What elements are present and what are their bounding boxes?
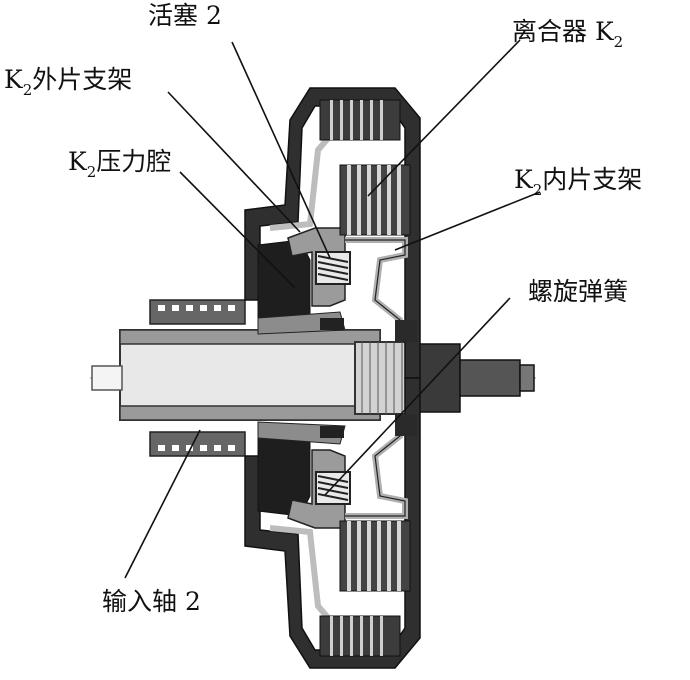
- leader-input-shaft-2: [124, 429, 201, 579]
- seal-rings: [149, 299, 246, 457]
- label-input-shaft-2: 输入轴 2: [102, 587, 201, 616]
- label-outer-carrier-text: 外片支架: [32, 65, 132, 94]
- spiral-spring-upper: [315, 251, 351, 285]
- leader-spiral-spring: [324, 297, 511, 496]
- labels: 活塞 2 离合器 K2 K2外片支架 K2压力腔 K2内片支架 螺旋弹簧 输入轴…: [4, 1, 642, 616]
- leader-lines: [124, 39, 541, 579]
- label-inner-carrier-text: 内片支架: [542, 165, 642, 194]
- leader-clutch-k2: [367, 39, 521, 197]
- leader-piston-2: [231, 41, 331, 259]
- label-clutch-k2-text: 离合器 K: [512, 17, 615, 46]
- clutch-plates-upper: [319, 99, 411, 236]
- label-pressure-chamber-text: 压力腔: [96, 147, 171, 176]
- label-piston-2: 活塞 2: [148, 1, 222, 30]
- label-clutch-k2: 离合器 K2: [512, 17, 623, 51]
- label-outer-carrier-subscript: 2: [23, 81, 33, 99]
- label-inner-carrier-k: K: [514, 165, 534, 194]
- label-clutch-k2-subscript: 2: [614, 33, 624, 51]
- label-pressure-chamber-subscript: 2: [87, 163, 97, 181]
- leader-pressure-chamber: [179, 171, 296, 289]
- clutch-plates-lower: [319, 520, 411, 657]
- clutch-assembly-drawing: [90, 87, 540, 669]
- label-outer-carrier-k: K: [4, 65, 24, 94]
- label-inner-carrier: K2内片支架: [514, 165, 642, 199]
- label-pressure-chamber: K2压力腔: [68, 147, 171, 181]
- leader-inner-carrier: [394, 191, 541, 251]
- spiral-spring-lower: [315, 471, 351, 505]
- label-inner-carrier-subscript: 2: [533, 181, 543, 199]
- label-pressure-chamber-k: K: [68, 147, 88, 176]
- label-spiral-spring: 螺旋弹簧: [528, 277, 628, 306]
- label-outer-carrier: K2外片支架: [4, 65, 132, 99]
- leader-outer-carrier: [167, 91, 301, 233]
